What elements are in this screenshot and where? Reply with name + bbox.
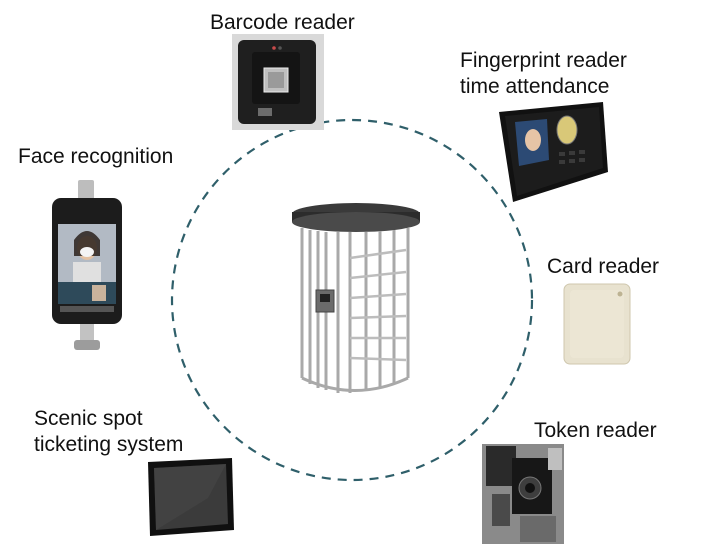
face-recognition-label: Face recognition xyxy=(18,145,174,168)
scenic-ticketing-label-line1: Scenic spot xyxy=(34,407,143,430)
scenic-ticketing-label-line2: ticketing system xyxy=(34,433,184,456)
face-recognition-terminal-icon xyxy=(48,176,126,356)
fingerprint-terminal-icon xyxy=(495,100,610,204)
turnstile-icon xyxy=(280,198,430,398)
token-reader-icon xyxy=(482,444,564,544)
monitor-icon xyxy=(146,458,236,540)
barcode-reader-label: Barcode reader xyxy=(210,11,355,34)
card-reader-label: Card reader xyxy=(547,255,660,278)
card-reader-icon xyxy=(560,280,636,368)
token-reader-label: Token reader xyxy=(534,419,657,442)
fingerprint-reader-label-line1: Fingerprint reader xyxy=(460,49,627,72)
fingerprint-reader-label-line2: time attendance xyxy=(460,75,610,98)
barcode-scanner-icon xyxy=(232,34,324,130)
